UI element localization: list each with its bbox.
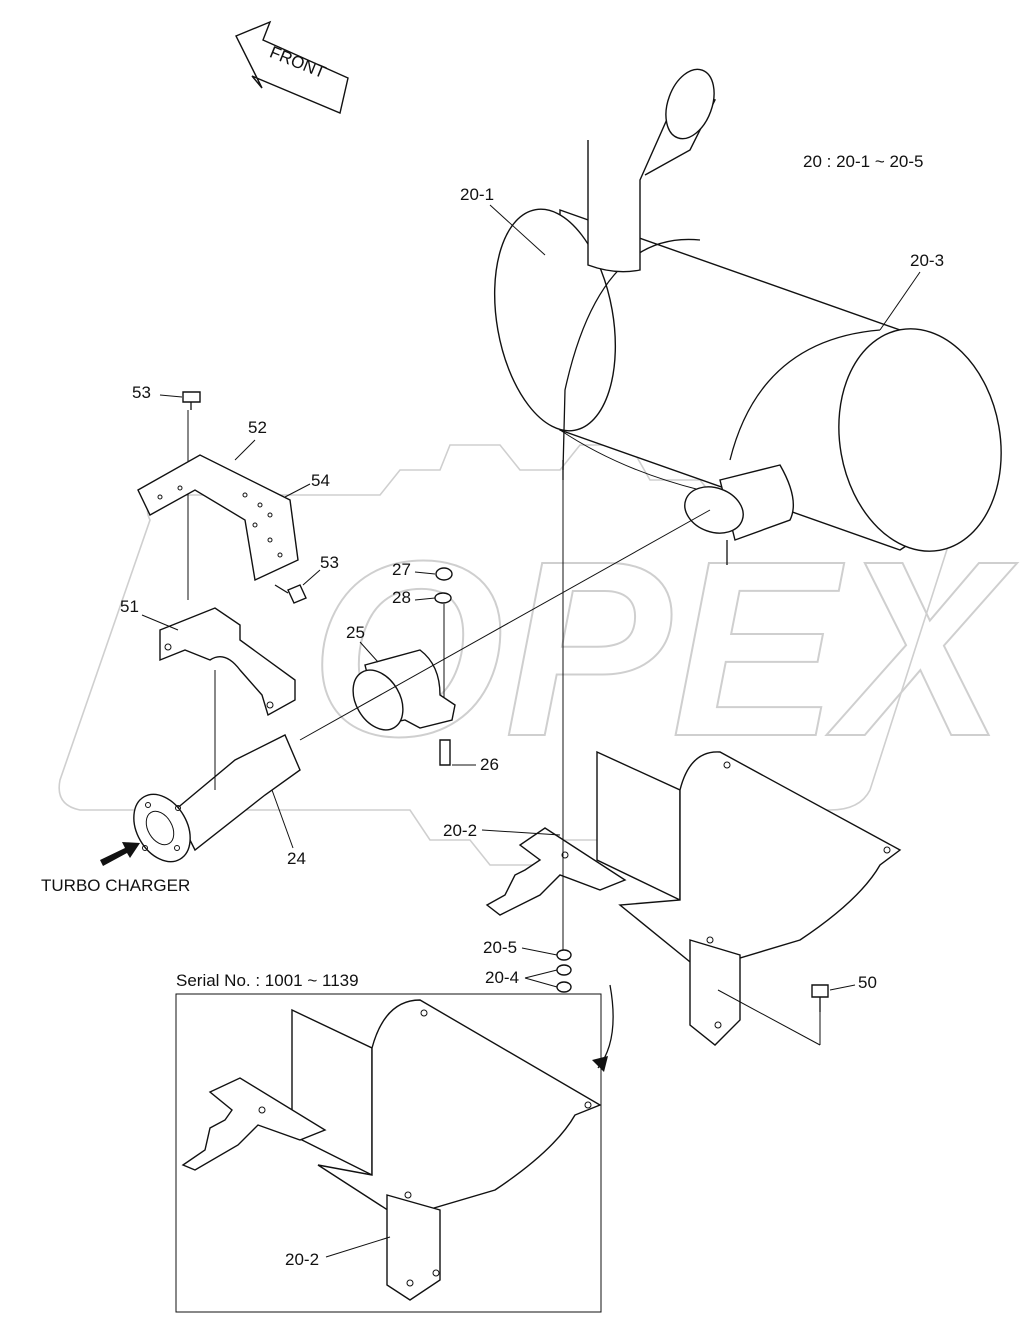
group-note: 20 : 20-1 ~ 20-5	[803, 152, 924, 171]
inset-title: Serial No. : 1001 ~ 1139	[176, 971, 359, 990]
callout-24: 24	[287, 849, 306, 868]
clamp-25	[352, 649, 456, 731]
callout-20-3: 20-3	[910, 251, 944, 270]
bolt-50	[811, 984, 829, 998]
pipe-24	[133, 509, 711, 863]
callout-51: 51	[120, 597, 139, 616]
mount-bracket-20-2	[485, 480, 902, 1046]
callout-28: 28	[392, 588, 411, 607]
nut-20-4-b	[556, 981, 572, 993]
callout-54: 54	[311, 471, 330, 490]
washer-20-5	[556, 949, 572, 961]
bolt-53	[287, 584, 307, 604]
callout-53-lower: 53	[320, 553, 339, 572]
turbo-charger-label: TURBO CHARGER	[41, 876, 190, 895]
callout-26: 26	[480, 755, 499, 774]
callout-20-1: 20-1	[460, 185, 494, 204]
callout-20-2-inset: 20-2	[285, 1250, 319, 1269]
washer-28	[434, 592, 452, 604]
callout-53-top: 53	[132, 383, 151, 402]
callout-20-2: 20-2	[443, 821, 477, 840]
callout-20-4: 20-4	[485, 968, 519, 987]
callout-27: 27	[392, 560, 411, 579]
nut-20-4-a	[556, 964, 572, 976]
bracket-51	[159, 607, 296, 717]
callout-25: 25	[346, 623, 365, 642]
callout-50: 50	[858, 973, 877, 992]
callout-52: 52	[248, 418, 267, 437]
watermark: OPEX	[58, 444, 1019, 866]
nut-27	[435, 567, 453, 581]
front-arrow: FRONT	[235, 20, 349, 114]
bolt-26	[439, 739, 451, 766]
callout-20-5: 20-5	[483, 938, 517, 957]
watermark-text: OPEX	[310, 509, 1018, 788]
heat-shield	[137, 391, 299, 600]
turbo-arrow	[100, 842, 140, 866]
inset-serial-variant	[175, 984, 614, 1313]
muffler	[493, 68, 1002, 565]
